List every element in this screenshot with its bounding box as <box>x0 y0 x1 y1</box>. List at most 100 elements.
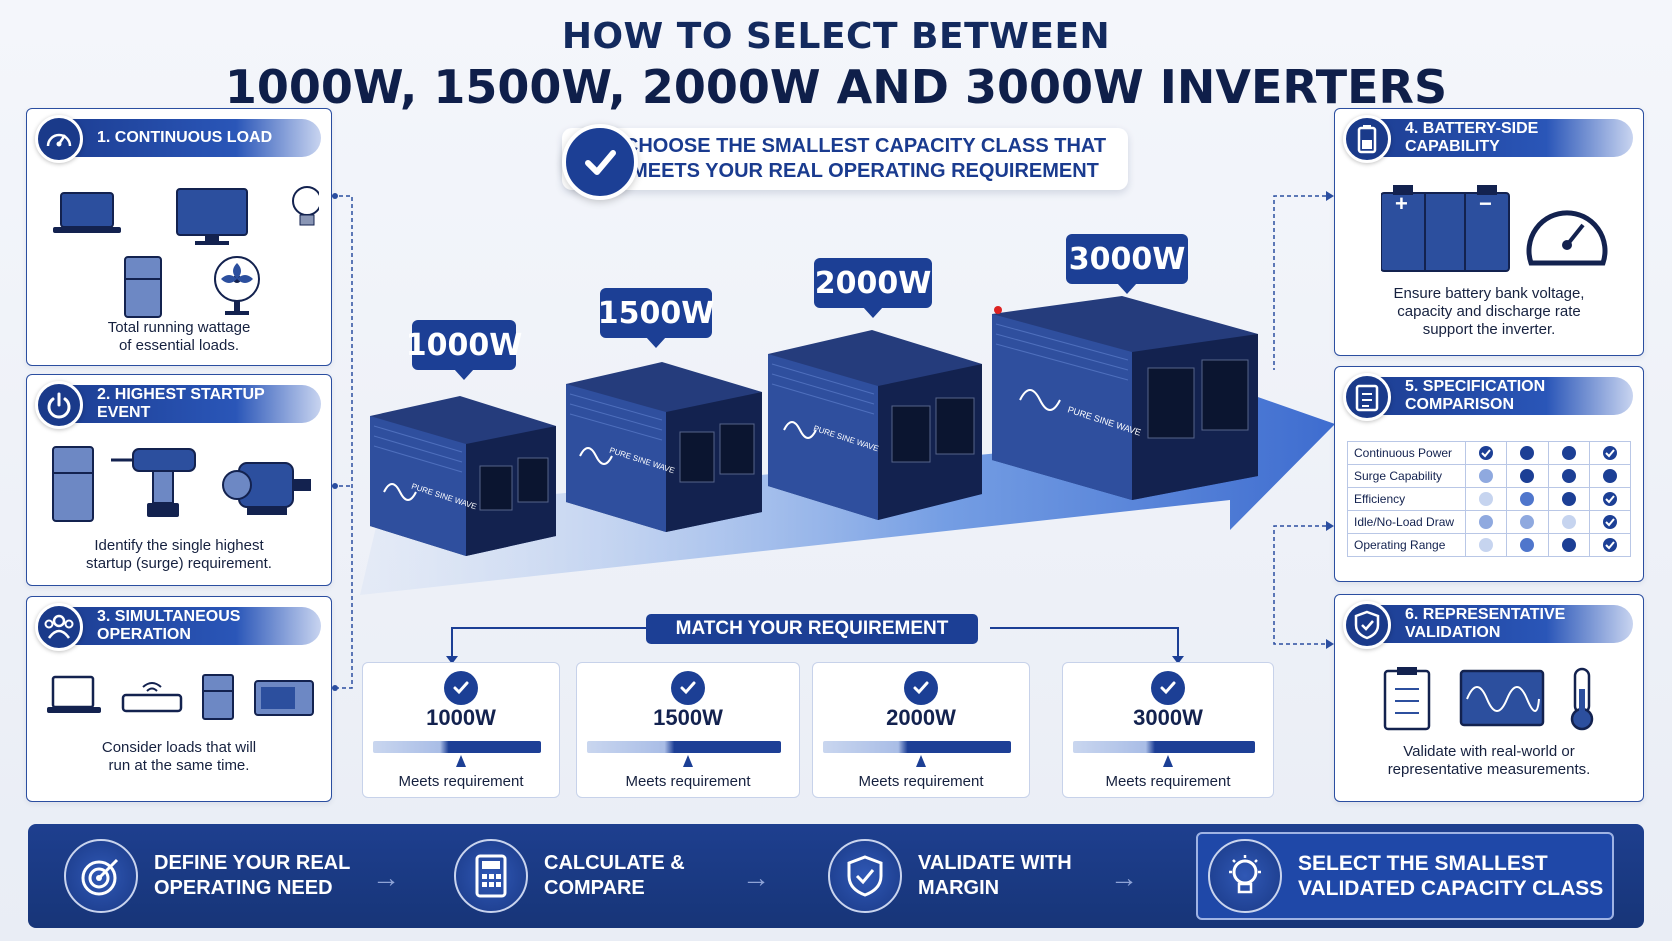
footer-step-line-2: VALIDATED CAPACITY CLASS <box>1298 877 1604 900</box>
footer-step-line-1: VALIDATE WITH <box>918 852 1072 874</box>
spec-cell <box>1464 441 1508 465</box>
match-card-1000w: 1000W Meets requirement <box>362 662 560 798</box>
desc-line-1: Ensure battery bank voltage, <box>1393 285 1585 302</box>
check-icon <box>1602 515 1617 529</box>
card-description: Consider loads that will run at the same… <box>27 739 331 775</box>
check-icon <box>1151 671 1185 705</box>
spec-cell <box>1547 464 1590 488</box>
footer-step-calculate: CALCULATE & COMPARE <box>454 824 685 928</box>
spec-cell <box>1464 533 1508 557</box>
rating-dot <box>1561 515 1576 529</box>
spec-cell <box>1506 510 1549 534</box>
requirement-pointer <box>456 755 466 767</box>
rating-dot <box>1561 446 1576 460</box>
spec-cell <box>1588 441 1632 465</box>
card-description: Total running wattage of essential loads… <box>27 319 331 355</box>
check-circle-icon <box>562 124 638 200</box>
desc-line-1: Consider loads that will <box>101 739 257 756</box>
desc-line-2: startup (surge) requirement. <box>86 555 272 572</box>
requirement-pointer <box>916 755 926 767</box>
plus-sign: + <box>1395 191 1408 216</box>
desc-line-1: Identify the single highest <box>94 537 264 554</box>
card-title: 4. BATTERY-SIDE CAPABILITY <box>1345 119 1633 157</box>
footer-step-line-1: CALCULATE & <box>544 852 685 874</box>
spec-cell <box>1588 510 1632 534</box>
title-line-1: HOW TO SELECT BETWEEN <box>561 16 1111 57</box>
match-watt: 2000W <box>886 705 956 730</box>
footer-step-line-2: MARGIN <box>918 877 1000 899</box>
check-icon <box>904 671 938 705</box>
spec-cell <box>1464 464 1508 488</box>
spec-cell <box>1506 533 1549 557</box>
inverter-1000w: PURE SINE WAVE <box>370 396 556 556</box>
spec-row: Operating Range <box>1347 533 1632 557</box>
oscilloscope-icon <box>1459 669 1545 727</box>
check-icon <box>1602 446 1617 460</box>
clipboard-icon <box>1383 667 1431 731</box>
spec-row: Surge Capability <box>1347 464 1632 488</box>
rating-dot <box>1561 492 1576 506</box>
check-icon <box>1479 446 1494 460</box>
inverter-2000w: PURE SINE WAVE <box>768 330 982 520</box>
rating-dot <box>1520 492 1535 506</box>
gauge-icon <box>1526 210 1608 266</box>
inverter-3000w: PURE SINE WAVE <box>992 296 1258 500</box>
drill-icon <box>111 448 196 517</box>
spec-row-label: Continuous Power <box>1347 441 1466 465</box>
rating-dot <box>1479 538 1494 552</box>
capacity-bar <box>1073 741 1255 753</box>
spec-cell <box>1588 487 1632 511</box>
spec-cell <box>1547 533 1590 557</box>
footer-step-line-1: DEFINE YOUR REAL <box>154 852 351 874</box>
inverter-1500w: PURE SINE WAVE <box>566 362 762 532</box>
title-line-2: 1000W, 1500W, 2000W AND 3000W INVERTERS <box>224 60 1448 114</box>
watt-label-2000w: 2000W <box>814 258 932 318</box>
car-battery-icon <box>1381 185 1510 272</box>
rating-dot <box>1520 469 1535 483</box>
banner-line-1: CHOOSE THE SMALLEST CAPACITY CLASS THAT <box>623 135 1107 157</box>
desc-line-3: support the inverter. <box>1422 321 1556 338</box>
laptop-icon <box>53 192 121 233</box>
match-watt: 3000W <box>1133 705 1203 730</box>
rating-dot <box>1602 469 1617 483</box>
card-battery-side: 4. BATTERY-SIDE CAPABILITY + − Ensure ba… <box>1334 108 1644 356</box>
match-status: Meets requirement <box>858 773 984 790</box>
fan-icon <box>214 256 260 315</box>
card-simultaneous-operation: 3. SIMULTANEOUS OPERATION Consider loads… <box>26 596 332 802</box>
spec-row: Idle/No-Load Draw <box>1347 510 1632 534</box>
match-watt: 1000W <box>426 705 496 730</box>
card-description: Identify the single highest startup (sur… <box>27 537 331 573</box>
card-continuous-load: 1. CONTINUOUS LOAD Total running wattage… <box>26 108 332 366</box>
router-icon <box>121 682 183 713</box>
microwave-icon <box>254 680 314 716</box>
match-status: Meets requirement <box>398 773 524 790</box>
recommendation-banner: CHOOSE THE SMALLEST CAPACITY CLASS THAT … <box>562 128 1128 190</box>
motor-icon <box>222 462 311 515</box>
rating-dot <box>1479 515 1494 529</box>
match-card-2000w: 2000W Meets requirement <box>812 662 1030 798</box>
spec-cell <box>1506 441 1549 465</box>
match-status: Meets requirement <box>625 773 751 790</box>
match-title: MATCH YOUR REQUIREMENT <box>646 614 978 644</box>
requirement-pointer <box>683 755 693 767</box>
card-highest-startup: 2. HIGHEST STARTUP EVENT Identify the si… <box>26 374 332 586</box>
spec-cell <box>1506 487 1549 511</box>
match-card-1500w: 1500W Meets requirement <box>576 662 800 798</box>
footer-step-line-2: COMPARE <box>544 877 645 899</box>
match-card-3000w: 3000W Meets requirement <box>1062 662 1274 798</box>
spec-row-label: Efficiency <box>1347 487 1466 511</box>
arrow-right-icon: → <box>742 862 770 893</box>
spec-cell <box>1547 510 1590 534</box>
requirement-pointer <box>1163 755 1173 767</box>
spec-cell <box>1547 441 1590 465</box>
desc-line-1: Total running wattage <box>107 319 251 336</box>
check-icon <box>671 671 705 705</box>
lightbulb-icon <box>292 186 319 226</box>
watt-label-3000w: 3000W <box>1066 234 1188 294</box>
right-connector-lines <box>1273 191 1334 649</box>
arrow-right-icon: → <box>372 862 400 893</box>
spec-cell <box>1588 464 1632 488</box>
